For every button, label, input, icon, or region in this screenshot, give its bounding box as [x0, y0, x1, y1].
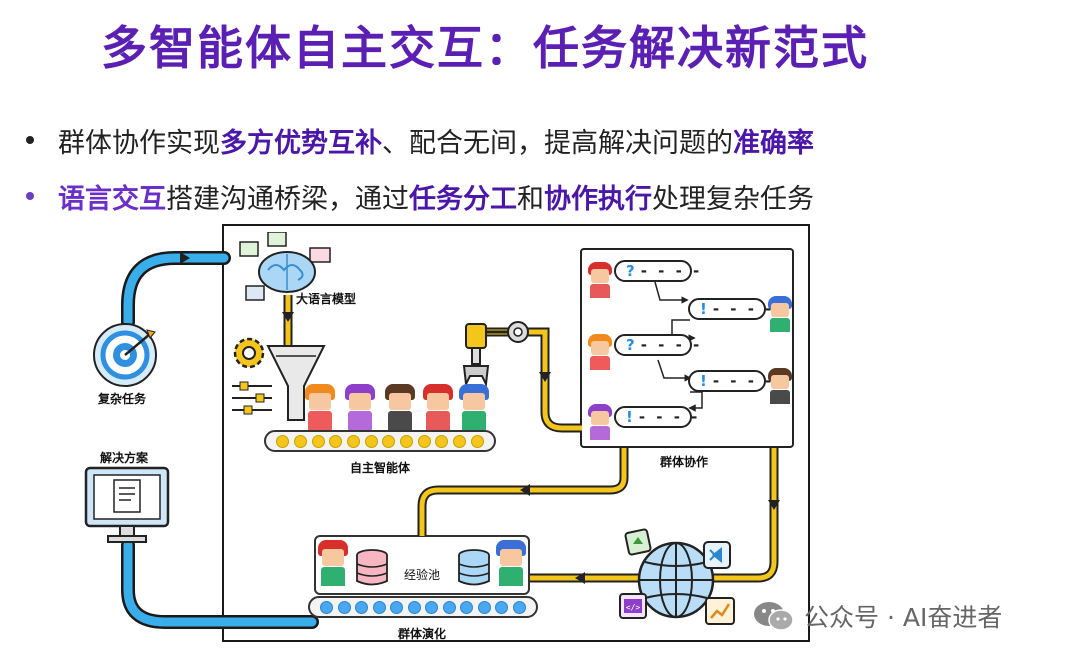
- database-icon: [356, 549, 388, 586]
- code-icon: </>: [619, 593, 647, 619]
- llm-label: 大语言模型: [296, 292, 357, 306]
- evolution-conveyor-belt: [308, 596, 538, 618]
- page-title: 多智能体自主交互：任务解决新范式: [101, 21, 869, 75]
- solution-label: 解决方案: [100, 451, 149, 465]
- bullet-1-highlight-1: 多方优势互补: [220, 127, 382, 159]
- bullet-item-2: 语言交互搭建沟通桥梁，通过任务分工和协作执行处理复杂任务: [18, 168, 814, 224]
- gear-icon: [233, 337, 265, 369]
- agent-avatar: [588, 404, 612, 440]
- bubble-text: - - - -: [640, 262, 703, 280]
- bullet-text: 语言交互搭建沟通桥梁，通过任务分工和协作执行处理复杂任务: [58, 177, 814, 216]
- chat-bubble-answer: !- - - -: [614, 406, 697, 428]
- watermark: 公众号 · AI奋进者: [752, 598, 1002, 634]
- robot-arm-icon: [462, 321, 529, 388]
- bullet-text: 群体协作实现多方优势互补、配合无间，提高解决问题的准确率: [58, 121, 814, 160]
- agent-avatar: [768, 296, 792, 332]
- chart-icon: [705, 597, 735, 625]
- agent-conveyor-belt: [264, 430, 496, 452]
- bubble-text: - - - -: [638, 408, 701, 426]
- bullet-2-highlight-3: 协作执行: [544, 183, 652, 215]
- agent-avatar: [385, 384, 415, 430]
- agent-avatar: [588, 334, 612, 370]
- sliders-icon: [232, 381, 272, 415]
- group-collab-label: 群体协作: [660, 455, 709, 469]
- experience-pool-label: 经验池: [404, 568, 441, 582]
- bullet-list: 群体协作实现多方优势互补、配合无间，提高解决问题的准确率 语言交互搭建沟通桥梁，…: [18, 112, 814, 224]
- tool-tag-icon: [624, 528, 652, 556]
- chat-bubble-question: ?- - - -: [614, 260, 699, 282]
- group-evolution-label: 群体演化: [398, 627, 447, 641]
- flow-arrow: [575, 572, 585, 584]
- flow-arrow: [520, 484, 530, 496]
- flow-arrow: [768, 500, 780, 510]
- blue-pipe-bottom: [121, 538, 319, 629]
- bullet-2-part-4: 和: [517, 183, 544, 215]
- agent-avatar: [345, 384, 375, 430]
- funnel-icon: [266, 345, 326, 421]
- bubble-text: - - - -: [712, 372, 775, 390]
- database-icon: [458, 549, 490, 586]
- complex-task-label: 复杂任务: [98, 392, 147, 406]
- bullet-dot: [26, 136, 34, 144]
- bullet-2-part-6: 处理复杂任务: [652, 183, 814, 215]
- target-icon: [93, 323, 157, 387]
- bubble-mark: !: [626, 408, 633, 426]
- chat-bubble-question: ?- - - -: [614, 334, 699, 356]
- agent-avatar: [588, 262, 612, 298]
- globe-icon: [637, 541, 715, 619]
- autonomous-agents-label: 自主智能体: [350, 461, 411, 475]
- bullet-1-part-3: 、配合无间，提高解决问题的: [382, 127, 733, 159]
- wechat-icon: [754, 602, 794, 631]
- agent-avatar: [459, 384, 489, 430]
- monitor-icon: [84, 466, 170, 543]
- bullet-dot: [26, 192, 34, 200]
- bubble-mark: !: [700, 372, 707, 390]
- bullet-2-highlight-1: 语言交互: [58, 183, 166, 215]
- agent-avatar: [768, 368, 792, 404]
- flow-arrow: [180, 252, 190, 264]
- bullet-2-highlight-2: 任务分工: [409, 183, 517, 215]
- bullet-item-1: 群体协作实现多方优势互补、配合无间，提高解决问题的准确率: [18, 112, 814, 168]
- bullet-1-part-1: 群体协作实现: [58, 127, 220, 159]
- bullet-2-part-2: 搭建沟通桥梁，通过: [166, 183, 409, 215]
- bubble-mark: !: [700, 300, 707, 318]
- agent-avatar: [423, 384, 453, 430]
- flow-arrow: [539, 372, 551, 382]
- brain-icon: [239, 232, 331, 301]
- chat-bubble-answer: !- - - -: [688, 298, 771, 320]
- vscode-icon: [703, 541, 731, 569]
- bullet-1-highlight-2: 准确率: [733, 127, 814, 159]
- bubble-mark: ?: [626, 262, 635, 280]
- watermark-text: 公众号 · AI奋进者: [804, 603, 1003, 632]
- agent-avatar: [305, 384, 335, 430]
- agent-avatar: [318, 540, 348, 586]
- agent-avatar: [496, 540, 526, 586]
- bubble-mark: ?: [626, 336, 635, 354]
- bubble-text: - - - -: [712, 300, 775, 318]
- svg-text:</>: </>: [626, 603, 641, 612]
- chat-bubble-answer: !- - - -: [688, 370, 771, 392]
- flow-arrow: [282, 312, 294, 322]
- bubble-text: - - - -: [640, 336, 703, 354]
